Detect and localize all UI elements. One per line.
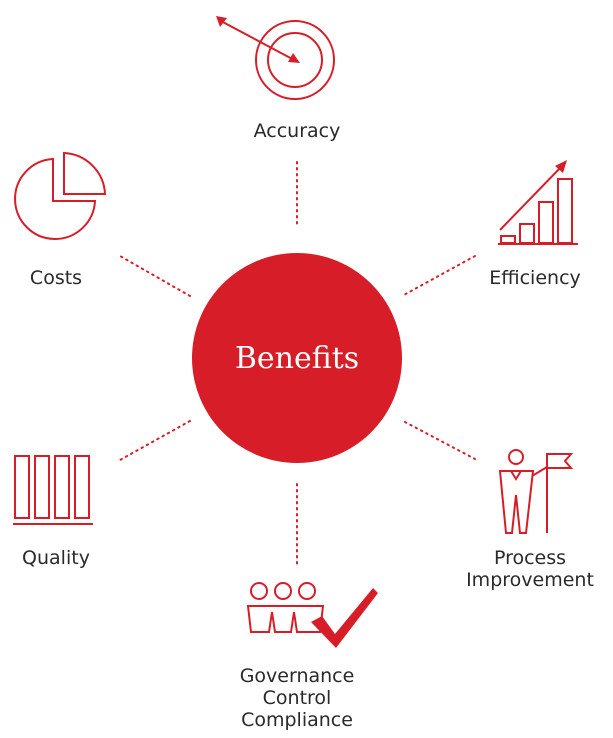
growth-chart-icon [496, 158, 581, 248]
quality-label: Quality [22, 547, 90, 569]
connector-process [404, 421, 476, 460]
person-flag-icon [497, 449, 577, 535]
accuracy-label: Accuracy [253, 120, 341, 142]
governance-line: Governance [239, 665, 355, 687]
benefits-hub: Benefits [192, 253, 402, 463]
process-line: Process [493, 547, 567, 569]
connector-quality [119, 420, 191, 461]
control-line: Control [262, 687, 332, 709]
process-improvement-label: Process Improvement [450, 547, 610, 591]
columns-icon [13, 454, 97, 526]
hub-label: Benefits [234, 340, 360, 376]
connector-efficiency [401, 255, 476, 297]
connector-costs [119, 255, 191, 297]
team-check-icon [245, 582, 380, 654]
governance-label: Governance Control Compliance [217, 665, 377, 731]
costs-label: Costs [29, 267, 83, 289]
target-icon [214, 14, 344, 114]
improvement-line: Improvement [466, 569, 594, 591]
compliance-line: Compliance [241, 709, 353, 731]
pie-chart-icon [9, 151, 111, 243]
efficiency-label: Efficiency [489, 267, 581, 289]
